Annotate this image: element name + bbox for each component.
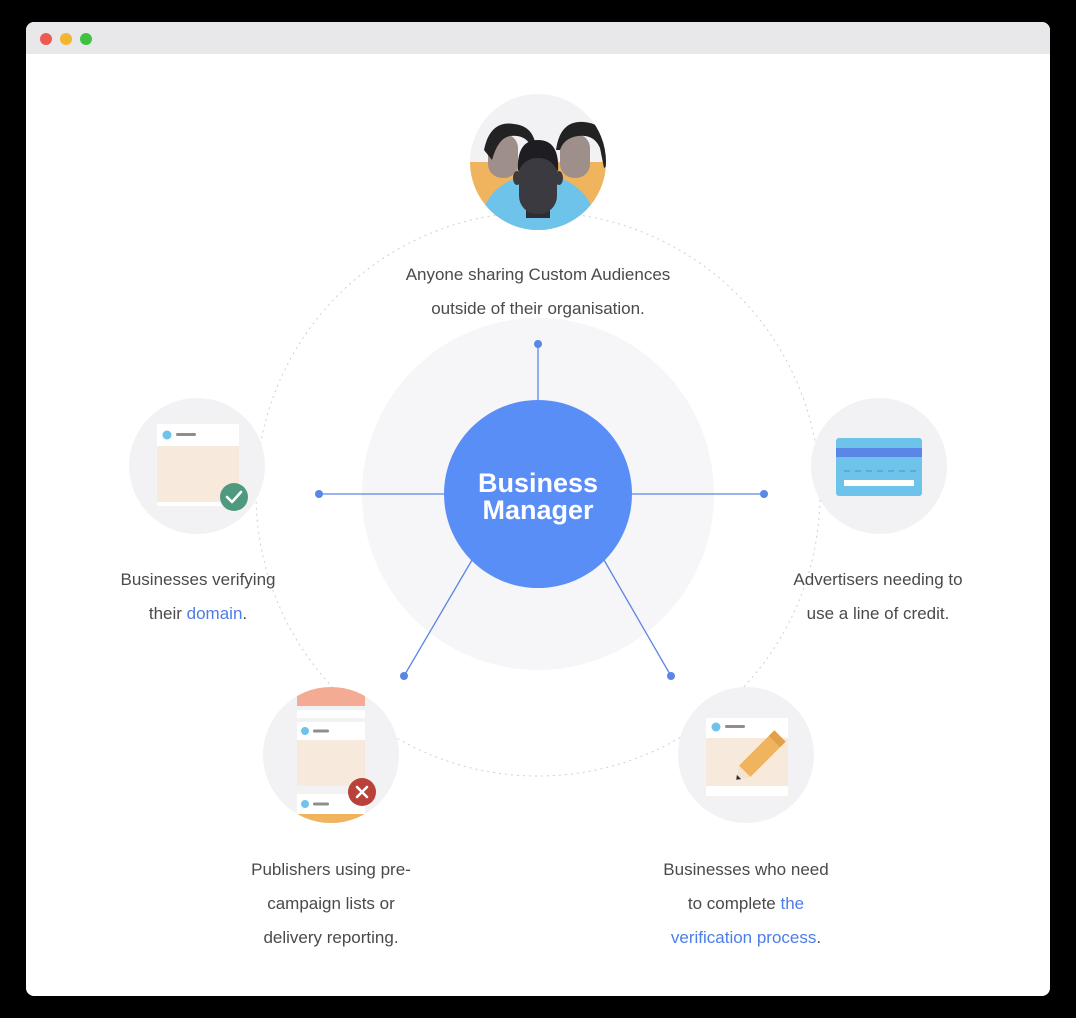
node-left-line2-suffix: . — [242, 604, 248, 623]
domain-link[interactable]: domain — [186, 604, 243, 623]
dot-bottom-right — [667, 672, 675, 680]
people-group-icon — [470, 94, 606, 230]
close-window-button[interactable] — [40, 33, 52, 45]
node-left-line2: their domain. — [88, 597, 308, 631]
browser-window: Business Manager Anyone sharing Custom A… — [26, 22, 1050, 996]
node-top-line2: outside of their organisation. — [431, 299, 645, 318]
node-top-line1: Anyone sharing Custom Audiences — [405, 265, 671, 284]
node-bottom-right-label: Businesses who need to complete the veri… — [626, 853, 866, 955]
business-manager-diagram — [129, 94, 947, 823]
diagram-area: Business Manager Anyone sharing Custom A… — [26, 54, 1050, 996]
the-link[interactable]: the — [780, 894, 805, 913]
node-bottom-right-line2: to complete the — [626, 887, 866, 921]
window-titlebar — [26, 22, 1050, 54]
node-left-line2-prefix: their — [148, 604, 187, 623]
connector-bottom-left — [403, 559, 473, 677]
publisher-rejected-list-icon — [263, 687, 399, 823]
node-left-label: Businesses verifying their domain. — [88, 563, 308, 631]
connector-dots — [315, 340, 768, 680]
dot-right — [760, 490, 768, 498]
credit-card-icon — [811, 398, 947, 534]
node-right-label: Advertisers needing to use a line of cre… — [758, 563, 998, 631]
dot-left — [315, 490, 323, 498]
node-bottom-right-line1: Businesses who need — [663, 860, 829, 879]
node-top-label: Anyone sharing Custom Audiences outside … — [338, 258, 738, 326]
node-bottom-right-line3: verification process. — [626, 921, 866, 955]
business-manager-circle — [444, 400, 632, 588]
domain-verified-icon — [129, 398, 265, 534]
business-manager-title: Business Manager — [444, 470, 632, 524]
node-left-line1: Businesses verifying — [120, 570, 276, 589]
node-bottom-left-line3: delivery reporting. — [263, 928, 399, 947]
node-bottom-left-line2: campaign lists or — [267, 894, 395, 913]
node-bottom-right-line3-suffix: . — [816, 928, 822, 947]
maximize-window-button[interactable] — [80, 33, 92, 45]
dot-top — [534, 340, 542, 348]
verification-process-link[interactable]: verification process — [670, 928, 817, 947]
node-bottom-left-label: Publishers using pre- campaign lists or … — [211, 853, 451, 955]
node-right-line2: use a line of credit. — [806, 604, 950, 623]
node-bottom-left-line1: Publishers using pre- — [251, 860, 411, 879]
node-bottom-right-line2-prefix: to complete — [687, 894, 781, 913]
connector-lines — [319, 344, 764, 677]
center-label-line2: Manager — [482, 495, 594, 525]
dot-bottom-left — [400, 672, 408, 680]
node-right-line1: Advertisers needing to — [793, 570, 963, 589]
minimize-window-button[interactable] — [60, 33, 72, 45]
document-pencil-icon — [678, 687, 814, 823]
center-label-line1: Business — [477, 468, 599, 498]
connector-bottom-right — [603, 559, 672, 677]
